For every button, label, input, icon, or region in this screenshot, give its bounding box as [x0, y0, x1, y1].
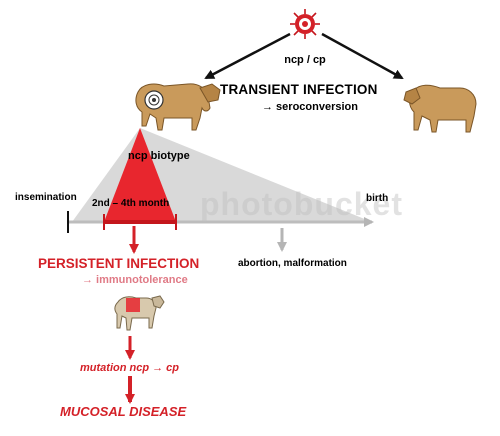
persistent-infection-title: PERSISTENT INFECTION — [38, 256, 200, 271]
mutation-label: mutation ncp → cp — [80, 362, 179, 374]
disease-label: MUCOSAL DISEASE — [60, 404, 187, 419]
cow-icon — [135, 83, 221, 131]
timeline-start-label: insemination — [15, 192, 77, 203]
watermark: photobucket — [200, 186, 403, 222]
virus-icon — [290, 9, 320, 39]
transient-infection-title: TRANSIENT INFECTION — [220, 82, 378, 97]
cow-icon — [403, 84, 477, 133]
arrow-to-left-cow — [204, 32, 291, 80]
window-label: 2nd – 4th month — [92, 198, 170, 209]
persistent-infection-subtitle: → immunotolerance — [82, 274, 188, 286]
persistent-window-fan — [104, 128, 176, 222]
outcome-label: abortion, malformation — [238, 258, 347, 269]
calf-icon — [114, 295, 165, 331]
arrow-to-right-cow — [321, 32, 404, 80]
biotype-label: ncp biotype — [128, 150, 190, 162]
timeline-end-label: birth — [366, 193, 389, 204]
virus-label: ncp / cp — [284, 54, 326, 66]
transient-infection-subtitle: → seroconversion — [262, 101, 358, 113]
